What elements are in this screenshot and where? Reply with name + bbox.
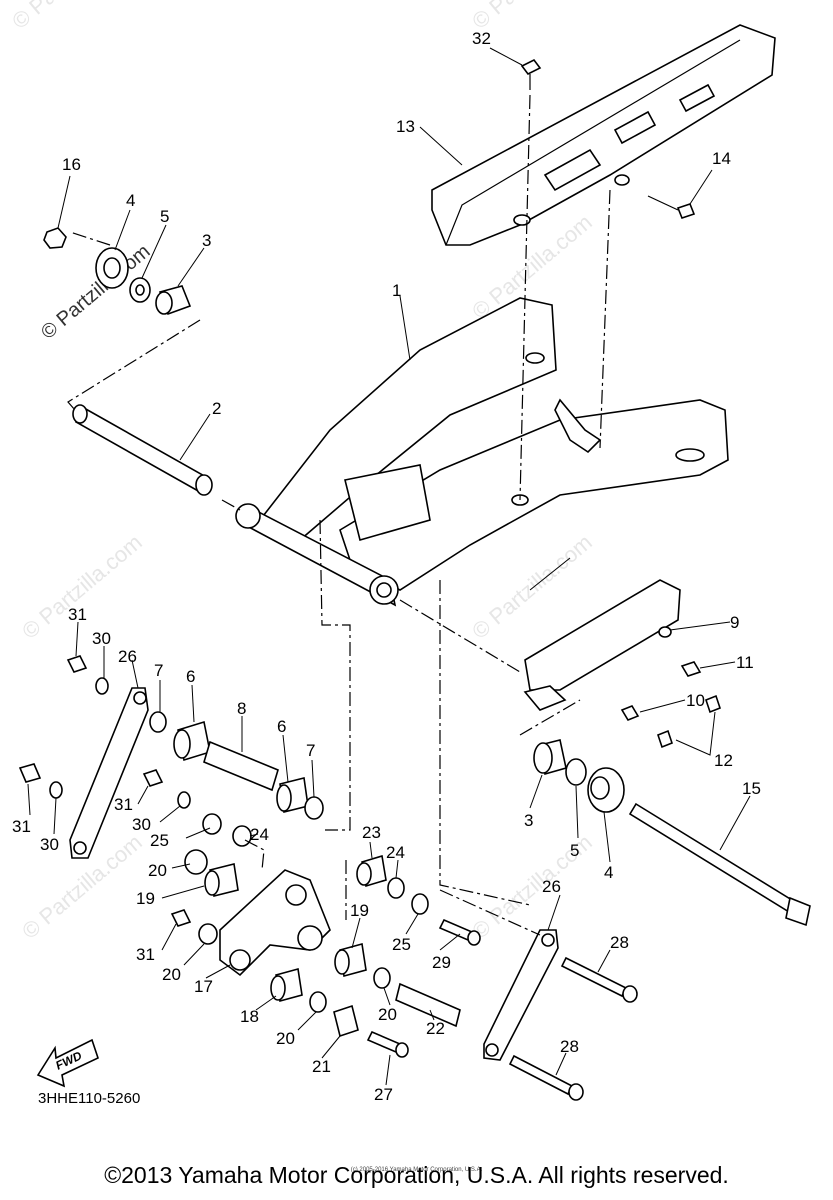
callout-label: 5 [160,207,169,226]
callout-label: 31 [68,605,87,624]
nut-part-16 [43,227,67,249]
callout-label: 30 [40,835,59,854]
callout-label: 30 [92,629,111,648]
callout-label: 26 [542,877,561,896]
callout-label: 6 [277,717,286,736]
callout-label: 31 [12,817,31,836]
bolt-part-32 [520,58,542,90]
callout-label: 15 [742,779,761,798]
callout-label: 7 [154,661,163,680]
assembly-lines [67,94,611,936]
callout-label: 32 [472,29,491,48]
callout-labels: 32 13 14 16 4 5 3 1 2 9 11 10 12 15 31 3… [12,29,761,1104]
callout-label: 11 [736,653,754,672]
callout-label: 16 [62,155,81,174]
callout-label: 19 [350,901,369,920]
lower-collars-19-20-23-24-25 [184,813,461,1038]
callout-label: 1 [392,281,401,300]
callout-label: 19 [136,889,155,908]
chain-cover-part-13 [431,24,776,246]
chain-slider-part-9 [523,579,681,711]
axle-part-15 [628,802,811,927]
callout-label: 12 [714,751,733,770]
callout-label: 27 [374,1085,393,1104]
callout-label: 31 [114,795,133,814]
copyright-notice: ©2013 Yamaha Motor Corporation, U.S.A. A… [104,1162,729,1188]
swingarm-part-1 [235,297,729,607]
fastener-parts-10-11-12 [620,661,721,749]
leader-lines [27,47,751,1086]
callout-label: 2 [212,399,221,418]
callout-label: 8 [237,699,246,718]
forward-arrow: FWD [36,1038,99,1088]
callout-label: 21 [312,1057,331,1076]
collar-set-6-7-8 [149,711,324,820]
callout-label: 18 [240,1007,259,1026]
watermark-text: © Partzilla.com [7,0,137,34]
callout-label: 23 [362,823,381,842]
callout-label: 4 [126,191,135,210]
callout-label: 26 [118,647,137,666]
callout-label: 20 [378,1005,397,1024]
callout-label: 29 [432,953,451,972]
pivot-shaft-part-2 [72,404,213,496]
callout-label: 20 [162,965,181,984]
callout-label: 24 [386,843,405,862]
callout-label: 22 [426,1019,445,1038]
top-left-hardware [43,227,192,316]
relay-arm-part-26-left [69,687,149,859]
watermark-text: © Partzilla.com [467,529,597,643]
callout-label: 4 [604,863,613,882]
callout-label: 7 [306,741,315,760]
callout-label: 10 [686,691,705,710]
callout-label: 3 [202,231,211,250]
washer-part-5b [565,758,587,786]
callout-label: 9 [730,613,739,632]
callout-label: 14 [712,149,731,168]
bolts-27-28-29 [366,918,638,1101]
callout-label: 13 [396,117,415,136]
callout-label: 20 [276,1029,295,1048]
callout-label: 6 [186,667,195,686]
bolt-part-14 [647,195,696,219]
callout-label: 30 [132,815,151,834]
callout-label: 3 [524,811,533,830]
callout-label: 25 [392,935,411,954]
callout-label: 5 [570,841,579,860]
right-hardware-3-5-4 [533,739,625,813]
callout-label: 28 [560,1037,579,1056]
relay-link-part-17 [219,869,331,977]
callout-label: 28 [610,933,629,952]
watermark-text: © Partzilla.com [17,529,147,643]
callout-label: 31 [136,945,155,964]
callout-label: 24 [250,825,269,844]
nuts-washers-31-30 [18,655,192,927]
small-credit: (c) 2005-2016 Yamaha Motor Corporation, … [350,1167,483,1173]
callout-label: 20 [148,861,167,880]
relay-arm-part-26-right [483,929,559,1061]
callout-label: 17 [194,977,213,996]
diagram-code: 3HHE110-5260 [38,1090,141,1107]
callout-label: 25 [150,831,169,850]
